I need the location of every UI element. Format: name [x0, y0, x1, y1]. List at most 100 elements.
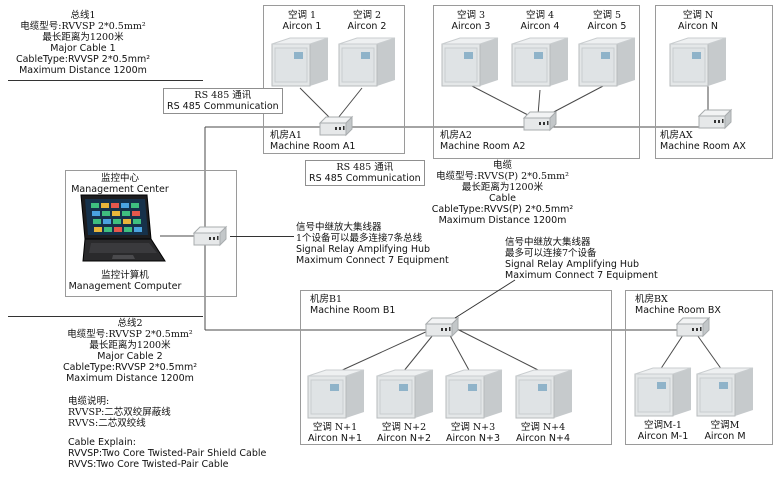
aircon-en: Aircon N+2 [376, 433, 432, 444]
machine-room-b1-box [300, 290, 612, 445]
b1-link-2 [402, 329, 438, 373]
aircon-zh: 空调 N+4 [520, 422, 566, 433]
aircon-icon [307, 369, 365, 419]
cable-a2-line: 电缆 [492, 160, 512, 171]
major-cable-2-line: Major Cable 2 [97, 351, 163, 362]
aircon-icon [445, 369, 503, 419]
room-zh: 机房AX [660, 130, 693, 141]
aircon-3-unit [440, 36, 500, 92]
rs485-tag-1: RS 485 通讯 RS 485 Communication [163, 88, 283, 114]
management-computer-label: 监控计算机 Management Computer [65, 270, 185, 292]
laptop-computer [75, 193, 167, 269]
rs485-zh: RS 485 通讯 [336, 162, 394, 173]
hub-icon [675, 316, 711, 338]
machine-room-a2-box [433, 5, 640, 159]
room-zh: 机房A1 [270, 130, 302, 141]
aircon-icon [271, 37, 329, 87]
aircon-en: Aircon N [677, 21, 719, 32]
hub-icon [424, 316, 460, 338]
machine-room-ax-box [655, 5, 773, 159]
major-cable-2-label: 总线2 电缆型号:RVVSP 2*0.5mm² 最长距离为1200米 Major… [55, 318, 205, 384]
aircon-icon [634, 367, 692, 417]
aircon-n2-unit [375, 368, 435, 424]
aircon-icon [669, 37, 727, 87]
management-center-en: Management Center [71, 184, 169, 195]
aircon-zh: 空调 5 [592, 10, 622, 21]
aircon-en: Aircon N+3 [445, 433, 501, 444]
aircon-3-label: 空调 3 Aircon 3 [446, 10, 496, 32]
aircon-icon [376, 369, 434, 419]
aircon-1-label: 空调 1 Aircon 1 [277, 10, 327, 32]
hub-right-line: 信号中继放大集线器 [505, 237, 591, 248]
aircon-m1-unit [633, 366, 693, 422]
hub-right-line: Maximum Connect 7 Equipment [505, 270, 658, 281]
cable-explain-line: RVVS:二芯双绞线 [68, 418, 146, 429]
aircon-5-label: 空调 5 Aircon 5 [582, 10, 632, 32]
hub-icon [697, 108, 733, 130]
room-en: Machine Room A1 [270, 141, 356, 152]
rs485-en: RS 485 Communication [309, 173, 421, 184]
major-cable-1-line: Maximum Distance 1200m [19, 65, 147, 76]
aircon-en: Aircon 5 [587, 21, 627, 32]
aircon-n3-unit [444, 368, 504, 424]
aircon-zh: 空调M-1 [644, 420, 682, 431]
cable-a2-line: Cable [489, 193, 516, 204]
major-cable-1-underline [8, 80, 203, 81]
aircon-en: Aircon 2 [347, 21, 387, 32]
b1-link-3 [446, 329, 471, 373]
major-cable-2-line: 最长距离为1200米 [89, 340, 171, 351]
cable-a2-line: CableType:RVVS(P) 2*0.5mm² [431, 204, 574, 215]
hub-bx [675, 316, 711, 342]
hub-right-line: 最多可以连接7个设备 [505, 248, 597, 259]
aircon-n-unit [668, 36, 728, 92]
aircon-icon [441, 37, 499, 87]
aircon-m1-label: 空调M-1 Aircon M-1 [633, 420, 693, 442]
aircon-zh: 空调M [710, 420, 740, 431]
room-en: Machine Room A2 [440, 141, 526, 152]
hub-icon [522, 110, 558, 132]
room-en: Machine Room B1 [310, 305, 396, 316]
aircon-zh: 空调 2 [352, 10, 382, 21]
hub-icon [192, 225, 228, 247]
hub-icon [318, 115, 354, 137]
major-cable-2-line: 总线2 [117, 318, 143, 329]
hub-management [192, 225, 228, 251]
major-cable-1-line: 总线1 [70, 10, 96, 21]
cable-explain-line: RVVSP:二芯双绞屏蔽线 [68, 407, 171, 418]
aircon-en: Aircon N+4 [515, 433, 571, 444]
major-cable-2-overline [8, 316, 203, 317]
room-a1-label: 机房A1 Machine Room A1 [270, 130, 355, 152]
aircon-icon [578, 37, 636, 87]
hub-mid-line: 1个设备可以最多连接7条总线 [296, 233, 423, 244]
major-cable-1-line: 电缆型号:RVVSP 2*0.5mm² [20, 21, 146, 32]
hub-b1 [424, 316, 460, 342]
a1-link-1 [299, 87, 331, 119]
room-bx-label: 机房BX Machine Room BX [635, 294, 721, 316]
aircon-en: Aircon M [704, 431, 746, 442]
hub-mid-label: 信号中继放大集线器 1个设备可以最多连接7条总线 Signal Relay Am… [296, 222, 449, 266]
aircon-zh: 空调 N+2 [381, 422, 427, 433]
aircon-n1-label: 空调 N+1 Aircon N+1 [305, 422, 365, 444]
hub-a1 [318, 115, 354, 141]
major-cable-2-line: CableType:RVVSP 2*0.5mm² [62, 362, 198, 373]
aircon-m-label: 空调M Aircon M [695, 420, 755, 442]
aircon-n1-unit [306, 368, 366, 424]
cable-explain-line: Cable Explain: [68, 437, 136, 448]
machine-room-bx-box [625, 290, 773, 445]
cable-explain-label: 电缆说明: RVVSP:二芯双绞屏蔽线 RVVS:二芯双绞线 Cable Exp… [68, 396, 266, 470]
aircon-zh: 空调 N+1 [312, 422, 358, 433]
hub-right-label: 信号中继放大集线器 最多可以连接7个设备 Signal Relay Amplif… [505, 237, 658, 281]
aircon-icon [515, 369, 573, 419]
a2-link-2 [537, 89, 541, 116]
bx-link-2 [694, 331, 723, 371]
management-computer-zh: 监控计算机 [101, 270, 149, 281]
room-ax-label: 机房AX Machine Room AX [660, 130, 746, 152]
management-center-box [65, 170, 237, 297]
aircon-en: Aircon 4 [520, 21, 560, 32]
aircon-icon [511, 37, 569, 87]
aircon-zh: 空调 N [682, 10, 714, 21]
aircon-2-label: 空调 2 Aircon 2 [342, 10, 392, 32]
aircon-4-unit [510, 36, 570, 92]
aircon-5-unit [577, 36, 637, 92]
